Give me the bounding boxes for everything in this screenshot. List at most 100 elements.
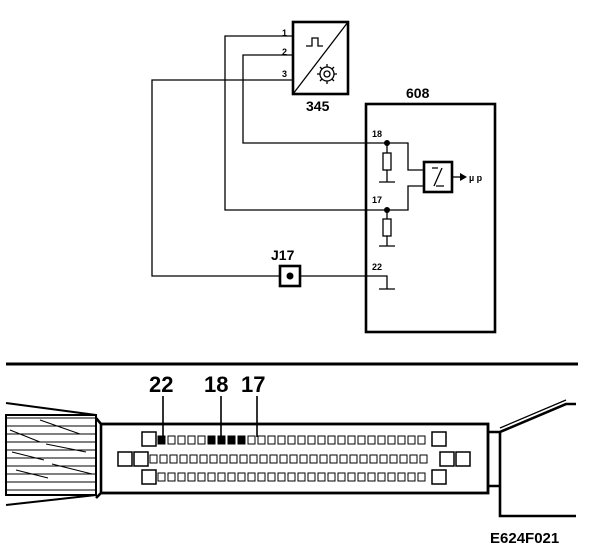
connector-housing — [95, 417, 490, 499]
pin-cavity — [287, 472, 296, 482]
pin-cavity — [157, 472, 166, 482]
pin-cavity — [239, 454, 248, 464]
pin-cavity — [279, 454, 288, 464]
callout-22: 22 — [149, 372, 173, 397]
schematic: 1 2 3 345 608 18 17 22 — [151, 20, 497, 334]
pin-cavity — [337, 435, 346, 445]
pin-cavity — [367, 472, 376, 482]
callout-17: 17 — [241, 372, 265, 397]
sensor-box — [291, 20, 350, 96]
pin-cavity — [317, 435, 326, 445]
pin-cavity — [187, 472, 196, 482]
sensor-345: 1 2 3 345 — [282, 20, 350, 114]
pin-cavity — [157, 435, 166, 445]
pin-cavity — [187, 435, 196, 445]
pin-cavity — [217, 435, 226, 445]
pin-cavity — [249, 454, 258, 464]
callout-18: 18 — [204, 372, 228, 397]
converter-symbol — [432, 167, 444, 187]
pin-cavity — [289, 454, 298, 464]
gear-icon — [317, 64, 337, 84]
pin-cavity — [349, 454, 358, 464]
sensor-label: 345 — [306, 98, 330, 114]
pin-cavity — [377, 435, 386, 445]
pin-cavity — [299, 454, 308, 464]
pin-cavity — [257, 472, 266, 482]
pin-cavity — [419, 454, 428, 464]
pin-cavity — [167, 472, 176, 482]
pin-cavity — [327, 435, 336, 445]
pin-cavity — [399, 454, 408, 464]
pin-cavity — [217, 472, 226, 482]
pin-cavity — [347, 435, 356, 445]
control-unit-608: 608 18 17 22 µ p — [364, 85, 497, 334]
pin-cavity — [319, 454, 328, 464]
pin-cavity — [307, 472, 316, 482]
pin-cavity — [269, 454, 278, 464]
cu-pin-22: 22 — [372, 262, 382, 272]
figure-code: E624F021 — [490, 530, 559, 547]
connector-j17: J17 — [271, 247, 302, 288]
resistor-17 — [382, 218, 392, 237]
pin-cavity — [237, 472, 246, 482]
sensor-pin-3: 3 — [282, 69, 287, 79]
sensor-pin-1: 1 — [282, 28, 287, 38]
pin-cavity — [229, 454, 238, 464]
pin-cavity — [389, 454, 398, 464]
pin-cavity — [197, 435, 206, 445]
wire-pin2-to-18 — [242, 54, 366, 144]
pin-cavity — [177, 472, 186, 482]
sensor-diagonal — [292, 21, 349, 95]
pin-cavity — [387, 435, 396, 445]
pin-cavity — [179, 454, 188, 464]
pin-cavity — [257, 435, 266, 445]
pin-rows — [149, 435, 428, 482]
pin-cavity — [367, 435, 376, 445]
pin-cavity — [277, 472, 286, 482]
wire-bundle — [5, 402, 97, 506]
pin-cavity — [149, 454, 158, 464]
pin-cavity — [199, 454, 208, 464]
cu-pin-18: 18 — [372, 129, 382, 139]
pin-cavity — [267, 435, 276, 445]
wire-pin1-to-17 — [224, 35, 366, 211]
pin-cavity — [219, 454, 228, 464]
ground-symbol — [379, 170, 395, 183]
pin-cavity — [197, 472, 206, 482]
ground-symbol — [366, 275, 395, 290]
connector-lever — [488, 402, 576, 518]
pin-cavity — [347, 472, 356, 482]
pin-cavity — [247, 435, 256, 445]
control-unit-label: 608 — [406, 85, 430, 101]
pin-cavity — [327, 472, 336, 482]
pin-cavity — [287, 435, 296, 445]
pin-cavity — [177, 435, 186, 445]
arrow-right-icon — [460, 173, 467, 181]
pin-cavity — [307, 435, 316, 445]
pin-cavity — [237, 435, 246, 445]
pin-cavity — [209, 454, 218, 464]
pin-cavity — [159, 454, 168, 464]
pin-cavity — [169, 454, 178, 464]
pin-cavity — [397, 472, 406, 482]
pin-cavity — [417, 435, 426, 445]
pin-cavity — [309, 454, 318, 464]
pin-cavity — [407, 435, 416, 445]
pin-cavity — [227, 472, 236, 482]
microprocessor-label: µ p — [469, 173, 483, 183]
pin-cavity — [337, 472, 346, 482]
sensor-pin-2: 2 — [282, 47, 287, 57]
pin-cavity — [379, 454, 388, 464]
pin-cavity — [397, 435, 406, 445]
connector-body — [99, 422, 490, 495]
pin-cavity — [369, 454, 378, 464]
pin-cavity — [297, 472, 306, 482]
pin-cavity — [339, 454, 348, 464]
pin-cavity — [259, 454, 268, 464]
wire-pin3-to-22 — [151, 79, 366, 277]
pin-cavity — [317, 472, 326, 482]
cu-pin-17: 17 — [372, 195, 382, 205]
j17-box — [278, 264, 302, 288]
pin-cavity — [359, 454, 368, 464]
